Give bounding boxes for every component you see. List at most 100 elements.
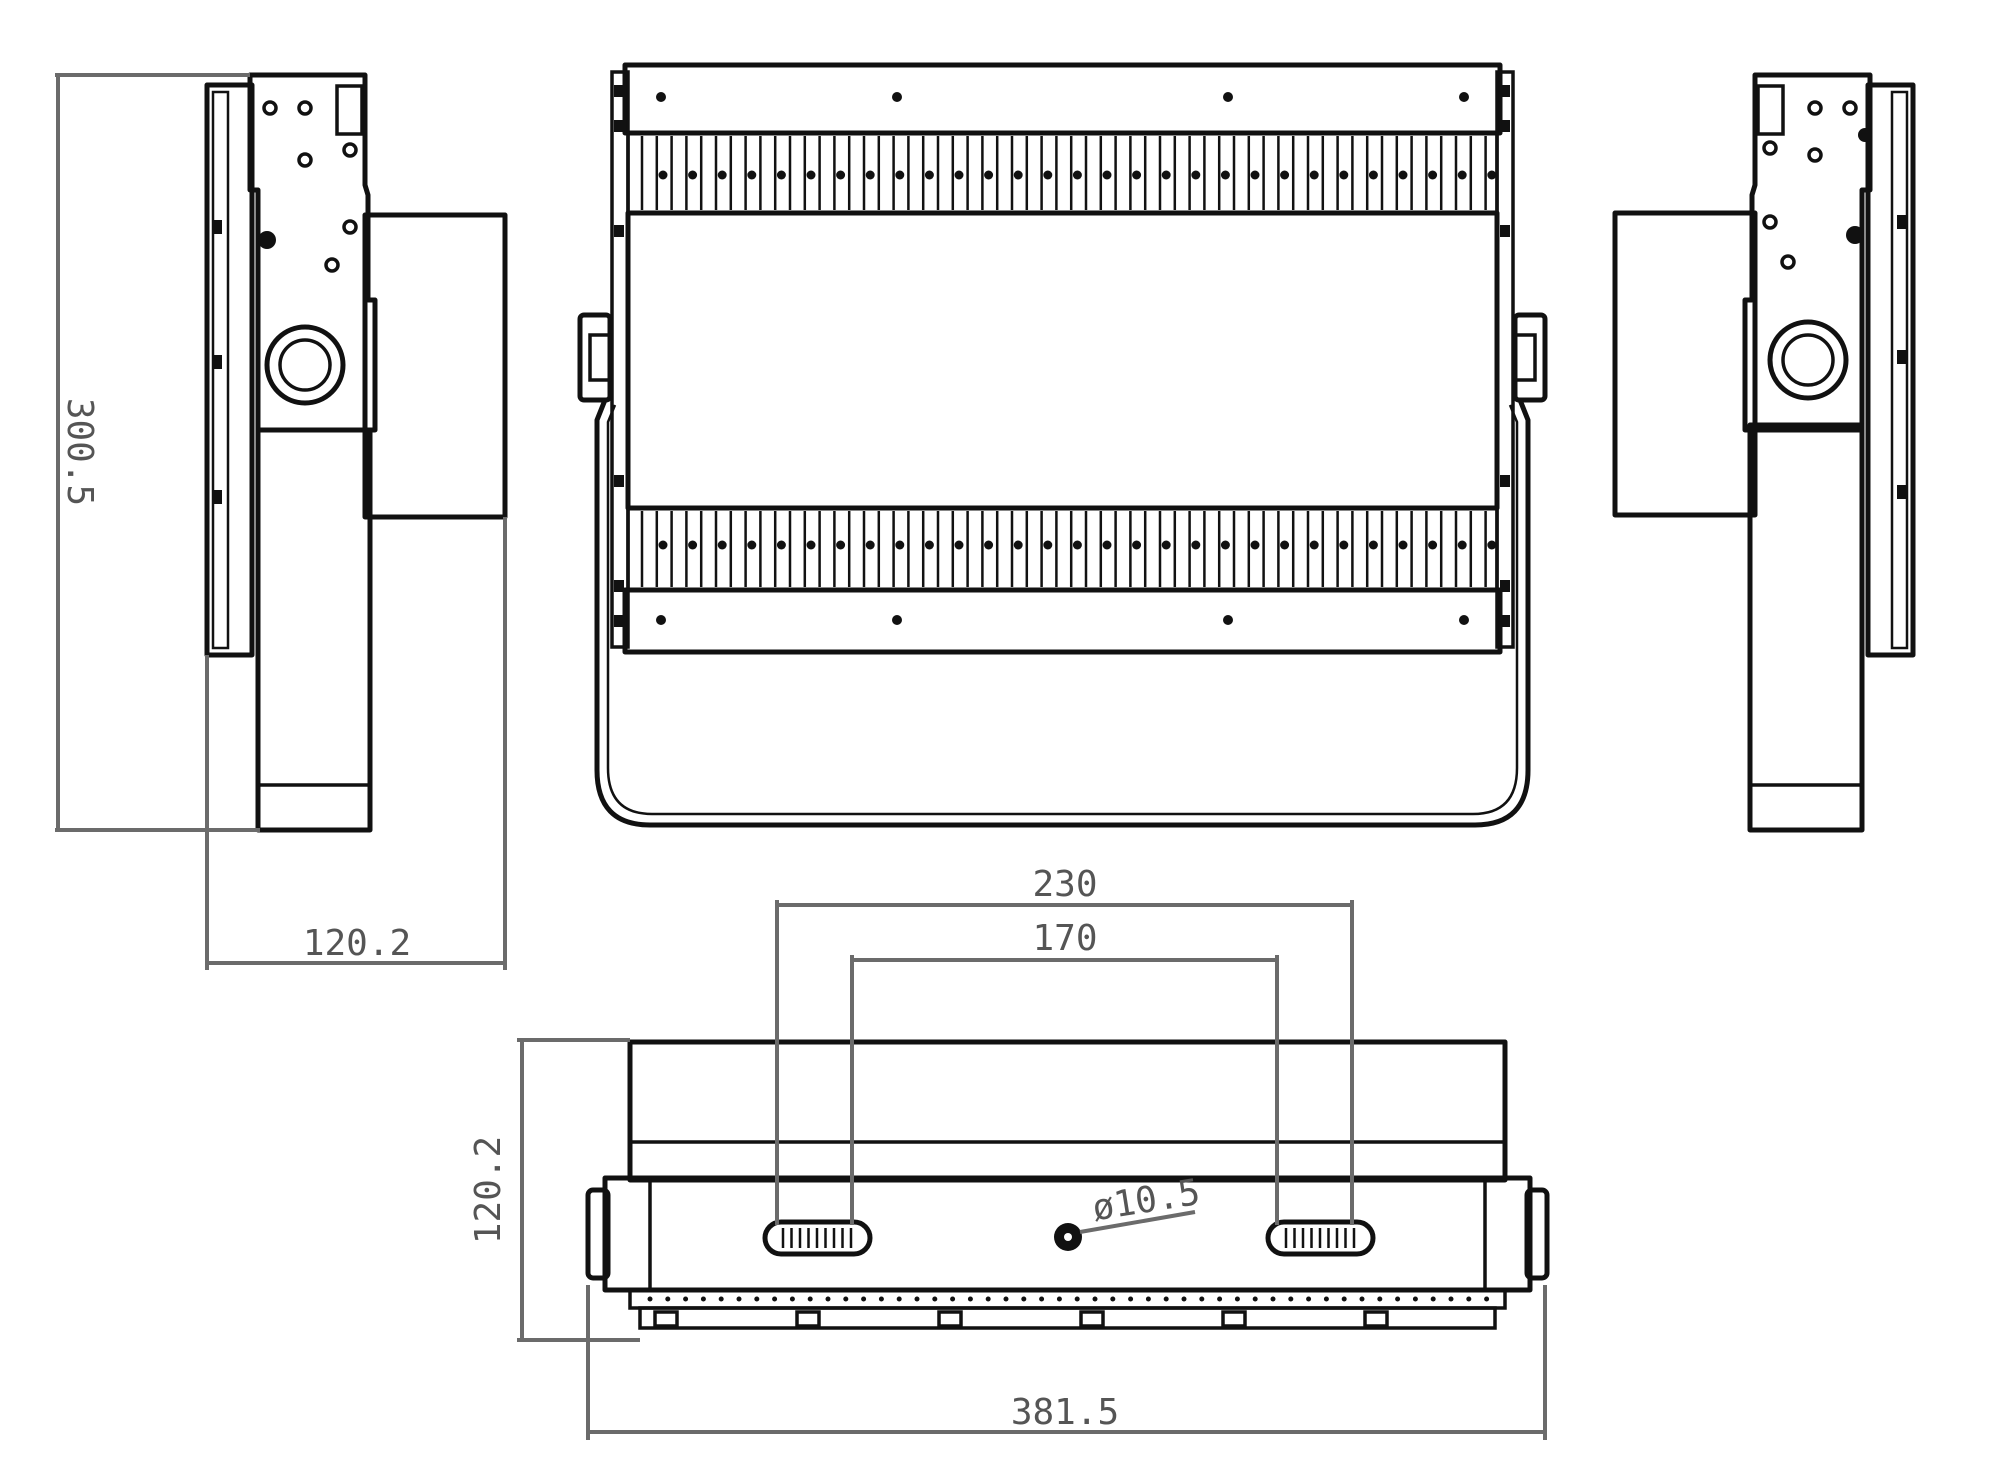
heatsink-dot [865, 170, 875, 180]
edge-dot [807, 1296, 813, 1302]
edge-dot [647, 1296, 653, 1302]
edge-dot [1288, 1296, 1294, 1302]
heatsink-dot [1428, 540, 1438, 550]
edge-dot [683, 1296, 689, 1302]
heatsink-dot [984, 540, 994, 550]
heatsink-dot [954, 540, 964, 550]
edge-dot [1021, 1296, 1027, 1302]
edge-dot [1412, 1296, 1418, 1302]
heatsink-dot [1132, 540, 1142, 550]
heatsink-dot [895, 540, 905, 550]
dim-hole-spacing-outer: 230 [1032, 864, 1097, 905]
edge-dot [896, 1296, 902, 1302]
dim-depth-bottom: 120.2 [468, 1136, 509, 1244]
heatsink-dot [924, 540, 934, 550]
edge-dot [1395, 1296, 1401, 1302]
heatsink-dot [1043, 170, 1053, 180]
heatsink-dot [776, 170, 786, 180]
dim-depth-side: 120.2 [303, 923, 411, 964]
heatsink-dot [1280, 170, 1290, 180]
heatsink-dot [1072, 540, 1082, 550]
edge-dot [1448, 1296, 1454, 1302]
heatsink-dot [1220, 540, 1230, 550]
edge-dot [932, 1296, 938, 1302]
edge-dot [1217, 1296, 1223, 1302]
bottom-led-tabs [647, 1296, 1490, 1328]
dim-width-overall: 381.5 [1011, 1392, 1119, 1433]
heatsink-dot [1398, 540, 1408, 550]
edge-dot [1003, 1296, 1009, 1302]
heatsink-dot [747, 170, 757, 180]
heatsink-dot [1280, 540, 1290, 550]
led-tab [937, 1310, 963, 1328]
dimension-labels: 300.5 120.2 230 170 ø10.5 120.2 381.5 [59, 398, 1203, 1433]
heatsink-fins-bottom [640, 511, 1497, 587]
edge-dot [1430, 1296, 1436, 1302]
heatsink-dot [717, 540, 727, 550]
edge-dot [967, 1296, 973, 1302]
heatsink-dot [1487, 170, 1497, 180]
led-tab [653, 1310, 679, 1328]
edge-dot [1092, 1296, 1098, 1302]
slot-left [781, 1228, 853, 1248]
edge-dot [1145, 1296, 1151, 1302]
edge-dot [700, 1296, 706, 1302]
bottom-view [585, 1039, 1550, 1330]
heatsink-dot [984, 170, 994, 180]
edge-dot [1484, 1296, 1490, 1302]
edge-dot [754, 1296, 760, 1302]
heatsink-dot [1102, 540, 1112, 550]
heatsink-dot [1457, 540, 1467, 550]
heatsink-dot [1368, 170, 1378, 180]
edge-dot [1181, 1296, 1187, 1302]
led-tab [795, 1310, 821, 1328]
heatsink-dot [1161, 170, 1171, 180]
dim-hole-spacing-inner: 170 [1032, 918, 1097, 959]
heatsink-dot [658, 540, 668, 550]
heatsink-dot [895, 170, 905, 180]
heatsink-dot [1102, 170, 1112, 180]
edge-dot [1128, 1296, 1134, 1302]
heatsink-dot [688, 540, 698, 550]
heatsink-dot [658, 170, 668, 180]
led-tab [1079, 1310, 1105, 1328]
heatsink-dot [1191, 170, 1201, 180]
edge-dot [1306, 1296, 1312, 1302]
edge-dot [1270, 1296, 1276, 1302]
edge-dot [1056, 1296, 1062, 1302]
heatsink-dot [1428, 170, 1438, 180]
edge-dot [878, 1296, 884, 1302]
edge-dot [789, 1296, 795, 1302]
heatsink-dot [836, 540, 846, 550]
heatsink-dot [924, 170, 934, 180]
dim-height-side: 300.5 [59, 398, 100, 506]
edge-dot [843, 1296, 849, 1302]
heatsink-dot [688, 170, 698, 180]
edge-dot [825, 1296, 831, 1302]
edge-dot [1252, 1296, 1258, 1302]
heatsink-dot [1398, 170, 1408, 180]
heatsink-dot [1368, 540, 1378, 550]
heatsink-dot [1250, 540, 1260, 550]
left-side-view [204, 72, 508, 833]
led-tab [1363, 1310, 1389, 1328]
heatsink-dot [1220, 170, 1230, 180]
edge-dot [1377, 1296, 1383, 1302]
heatsink-dot [1132, 170, 1142, 180]
edge-dot [1341, 1296, 1347, 1302]
heatsink-dot [1487, 540, 1497, 550]
edge-dot [1323, 1296, 1329, 1302]
edge-dot [1234, 1296, 1240, 1302]
dimension-lines [55, 73, 1547, 1440]
heatsink-dot [865, 540, 875, 550]
heatsink-dot [836, 170, 846, 180]
edge-dot [1199, 1296, 1205, 1302]
edge-dot [718, 1296, 724, 1302]
heatsink-dot [954, 170, 964, 180]
edge-dot [1163, 1296, 1169, 1302]
heatsink-dot [776, 540, 786, 550]
heatsink-dot [1161, 540, 1171, 550]
heatsink-dot [747, 540, 757, 550]
edge-dot [1110, 1296, 1116, 1302]
